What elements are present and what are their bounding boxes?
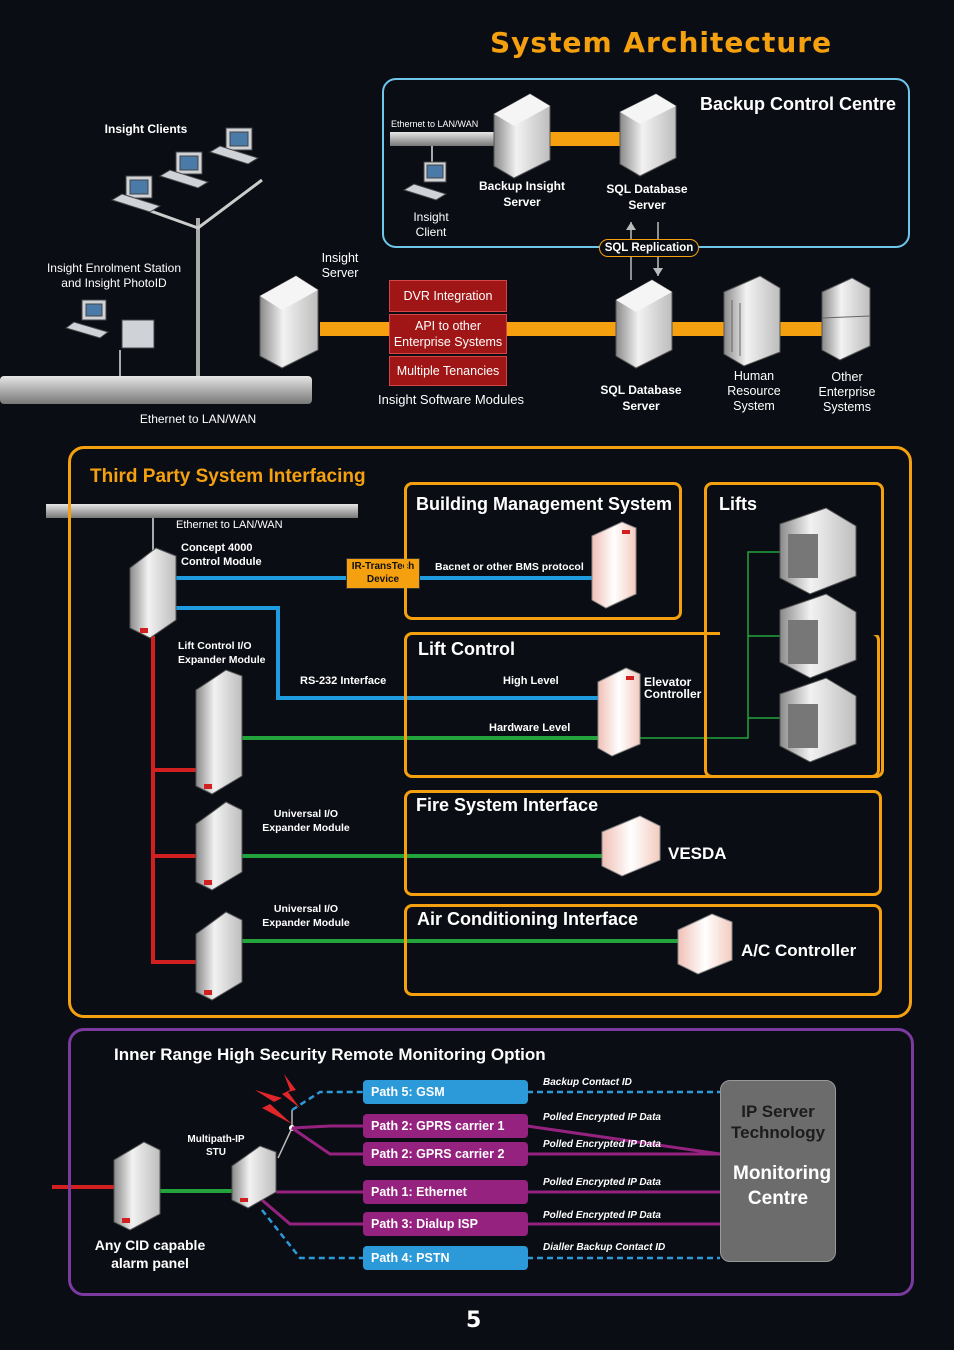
bms-protocol-label: Bacnet or other BMS protocol <box>435 561 584 573</box>
alarm-panel-label: Any CID capable alarm panel <box>94 1237 206 1271</box>
bms-controller-icon <box>591 521 637 609</box>
lift-control-frame <box>404 632 880 778</box>
hr-system-label: Human Resource System <box>727 369 781 413</box>
backup-ethernet-label: Ethernet to LAN/WAN <box>391 119 479 129</box>
universal-io-label-2: Universal I/O Expander Module <box>262 903 350 929</box>
tp-ethernet-bar <box>46 504 358 518</box>
rs232-link <box>176 606 598 700</box>
stu-label: Multipath-IP STU <box>187 1134 245 1158</box>
alarm-panel-icon <box>113 1141 161 1231</box>
software-modules: DVR Integration API to other Enterprise … <box>389 280 507 386</box>
path-dialup-note: Polled Encrypted IP Data <box>543 1210 661 1221</box>
high-level-label: High Level <box>503 675 559 687</box>
path-ethernet-note: Polled Encrypted IP Data <box>543 1177 661 1188</box>
ac-controller-icon <box>677 913 733 975</box>
page-title: System Architecture <box>490 26 833 59</box>
elevator-label: Elevator Controller <box>644 675 702 701</box>
ac-title: Air Conditioning Interface <box>417 909 639 929</box>
ip-server-label: IP Server Technology <box>731 1102 826 1142</box>
enterprise-systems-label: Other Enterprise Systems <box>818 370 876 414</box>
module-dvr: DVR Integration <box>389 280 507 312</box>
path-gprs-1: Path 2: GPRS carrier 1 <box>363 1114 528 1138</box>
path-gsm: Path 5: GSM <box>363 1080 528 1104</box>
fire-frame <box>404 790 882 896</box>
irtranstech-badge: IR-TransTech Device <box>346 558 420 589</box>
module-api: API to other Enterprise Systems <box>389 314 507 354</box>
ac-frame <box>404 904 882 996</box>
tp-ethernet-label: Ethernet to LAN/WAN <box>176 519 283 531</box>
sql-server-icon <box>615 279 673 369</box>
backup-centre-title: Backup Control Centre <box>700 94 897 114</box>
path-pstn: Path 4: PSTN <box>363 1246 528 1270</box>
insight-server-label: Insight Server <box>321 251 359 280</box>
ethernet-label: Ethernet to LAN/WAN <box>139 412 257 426</box>
hardware-level-label: Hardware Level <box>489 722 571 734</box>
backup-ethernet-bar <box>390 132 495 146</box>
modules-caption: Insight Software Modules <box>378 392 524 407</box>
ethernet-bar <box>0 376 312 404</box>
client-workstation-icon <box>64 127 448 349</box>
vesda-label: VESDA <box>668 844 727 863</box>
enterprise-systems-icon <box>821 277 871 361</box>
path-pstn-note: Dialler Backup Contact ID <box>543 1242 666 1253</box>
lift-control-title: Lift Control <box>418 639 515 659</box>
third-party-frame <box>68 446 912 1018</box>
bms-frame <box>404 482 682 620</box>
lightning-icon <box>255 1090 292 1124</box>
universal-expander-2-icon <box>195 911 243 1001</box>
path-gprs-2: Path 2: GPRS carrier 2 <box>363 1142 528 1166</box>
bms-title: Building Management System <box>416 494 673 514</box>
insight-client-label: Insight Client <box>413 210 449 239</box>
elevator-controller-icon <box>597 667 641 757</box>
path-gprs-1-note: Polled Encrypted IP Data <box>543 1112 661 1123</box>
hr-system-icon <box>723 275 781 367</box>
module-tenancies: Multiple Tenancies <box>389 356 507 386</box>
path-gsm-note: Backup Contact ID <box>543 1077 632 1088</box>
monitoring-centre-box: IP Server Technology Monitoring Centre <box>720 1080 836 1262</box>
concept-4000-module-icon <box>129 547 177 639</box>
backup-server-icon <box>493 93 551 179</box>
backup-server-label: Backup Insight Server <box>478 179 565 209</box>
rs232-label: RS-232 Interface <box>300 675 387 687</box>
path-dialup: Path 3: Dialup ISP <box>363 1212 528 1236</box>
insight-clients-label: Insight Clients <box>104 122 188 136</box>
multipath-stu-icon <box>231 1145 277 1209</box>
universal-io-label-1: Universal I/O Expander Module <box>262 808 350 834</box>
backup-sql-server-icon <box>619 93 677 177</box>
page-number: 5 <box>466 1308 483 1333</box>
insight-server-icon <box>259 275 319 369</box>
path-gprs-2-note: Polled Encrypted IP Data <box>543 1139 661 1150</box>
sql-replication-badge: SQL Replication <box>599 239 699 257</box>
universal-expander-1-icon <box>195 801 243 891</box>
red-bus <box>151 636 196 964</box>
fire-title: Fire System Interface <box>416 795 599 815</box>
monitoring-title: Inner Range High Security Remote Monitor… <box>114 1045 546 1064</box>
third-party-title: Third Party System Interfacing <box>90 466 366 487</box>
enrolment-label: Insight Enrolment Station and Insight Ph… <box>46 261 182 290</box>
monitoring-centre-label: Monitoring Centre <box>733 1163 832 1209</box>
path-ethernet: Path 1: Ethernet <box>363 1180 528 1204</box>
lift-expander-module-icon <box>195 669 243 795</box>
vesda-unit-icon <box>601 815 661 877</box>
backup-sql-label: SQL Database Server <box>606 182 688 212</box>
sql-server-label: SQL Database Server <box>600 383 682 413</box>
monitoring-frame <box>68 1028 914 1296</box>
backup-trunk <box>548 132 622 146</box>
ac-controller-label: A/C Controller <box>741 941 857 960</box>
concept-label: Concept 4000 Control Module <box>181 542 262 568</box>
lift-io-label: Lift Control I/O Expander Module <box>178 640 266 666</box>
lifts-title: Lifts <box>719 494 757 514</box>
